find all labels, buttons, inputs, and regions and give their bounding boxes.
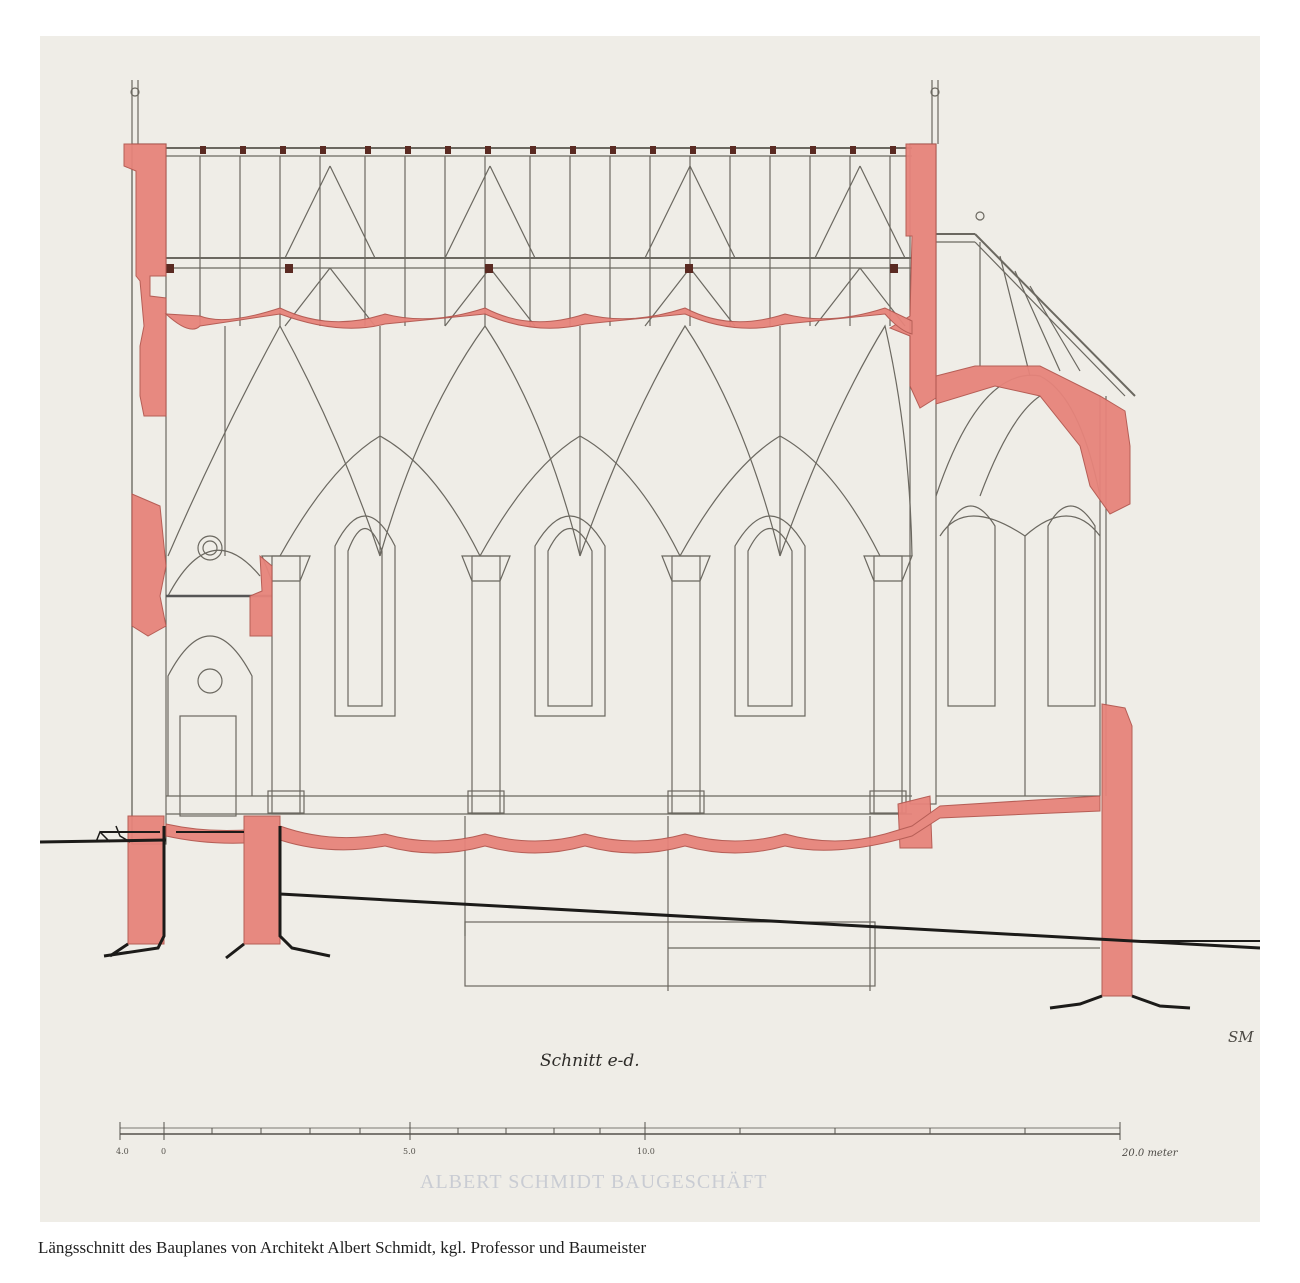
masonry-sections xyxy=(123,143,1133,997)
watermark-stamp: ALBERT SCHMIDT BAUGESCHÄFT xyxy=(420,1170,767,1193)
foundation-outlines xyxy=(166,795,1100,991)
ground-line xyxy=(40,825,1260,1010)
scale-tick-left: 4.0 xyxy=(116,1147,129,1156)
pinnacle-left xyxy=(130,80,140,144)
scale-tick-ten: 10.0 xyxy=(637,1147,655,1156)
west-entrance xyxy=(166,535,272,817)
figure-caption: Längsschnitt des Bauplanes von Architekt… xyxy=(38,1238,647,1257)
pinnacle-right xyxy=(930,80,940,144)
longitudinal-section-drawing: 4.0 0 5.0 10.0 20.0 meter Schnitt e-d. S… xyxy=(40,80,1260,1193)
nave-vault-ribs xyxy=(167,324,913,557)
scale-end-label: 20.0 meter xyxy=(1121,1148,1179,1159)
nave-windows xyxy=(334,515,806,717)
nave-piers xyxy=(261,555,913,815)
drawing-sheet: 4.0 0 5.0 10.0 20.0 meter Schnitt e-d. S… xyxy=(40,36,1260,1222)
scale-tick-zero: 0 xyxy=(161,1147,166,1156)
roof-truss xyxy=(166,147,912,327)
scale-bar xyxy=(119,1122,1121,1140)
section-label: Schnitt e-d. xyxy=(540,1051,640,1071)
beam-heads xyxy=(166,146,898,273)
scale-tick-five: 5.0 xyxy=(403,1147,416,1156)
monogram: SM xyxy=(1228,1028,1254,1046)
